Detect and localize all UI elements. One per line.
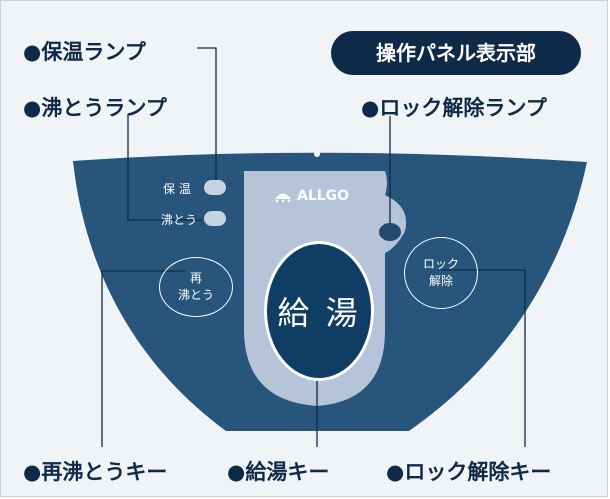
leader-keep-warm: [197, 47, 217, 180]
boil-lamp: [204, 211, 226, 226]
boil-lamp-label: 沸とう: [161, 213, 198, 227]
leader-lines: [101, 47, 526, 447]
callout-dispense-key: ●給湯キー: [227, 460, 330, 484]
allgo-logo-icon: [275, 193, 291, 202]
callout-reboil-lamp: ●沸とうランプ: [23, 96, 167, 120]
callout-keep-warm-lamp: ●保温ランプ: [23, 40, 146, 64]
unlock-key[interactable]: ロック 解除: [404, 237, 478, 309]
reboil-key-line2: 沸とう: [177, 288, 214, 302]
keep-warm-lamp: [204, 180, 226, 195]
keep-warm-lamp-label: 保 温: [163, 182, 191, 196]
panel-notch: [314, 151, 320, 157]
dispense-key-label: 給 湯: [277, 294, 361, 332]
callout-unlock-lamp: ●ロック解除ランプ: [361, 96, 547, 120]
unlock-key-line1: ロック: [422, 257, 459, 271]
unlock-lamp: [379, 223, 401, 241]
leader-boil: [127, 114, 202, 221]
leader-reboil-key: [101, 270, 185, 447]
title-badge: 操作パネル表示部: [331, 31, 581, 75]
logo-text: ALLGO: [297, 188, 350, 204]
reboil-key[interactable]: 再 沸とう: [159, 257, 233, 317]
allgo-logo: ALLGO: [273, 188, 349, 204]
unlock-key-line2: 解除: [428, 274, 453, 288]
dispense-key[interactable]: 給 湯: [264, 241, 374, 381]
callout-unlock-key: ●ロック解除キー: [386, 460, 552, 484]
callout-reboil-key: ●再沸とうキー: [23, 460, 168, 484]
reboil-key-line1: 再: [189, 271, 202, 285]
